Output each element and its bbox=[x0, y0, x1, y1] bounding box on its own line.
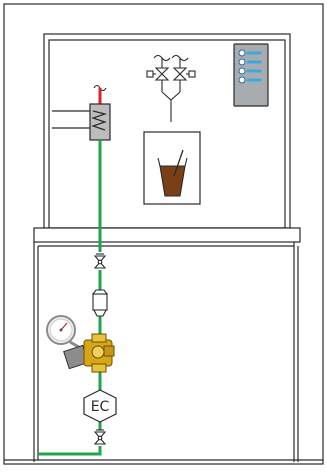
lower-cabinet bbox=[4, 242, 323, 462]
indicator-led-icon bbox=[238, 49, 246, 57]
pressure-gauge bbox=[46, 315, 85, 352]
indicator-led-icon bbox=[238, 58, 246, 66]
supply-pipe bbox=[38, 140, 102, 456]
outer-frame bbox=[3, 3, 324, 465]
cup-dispenser bbox=[143, 131, 201, 205]
isolation-valve bbox=[93, 253, 107, 269]
mixing-valves bbox=[146, 54, 196, 122]
pressure-regulator bbox=[63, 333, 115, 373]
heating-coil-icon bbox=[91, 110, 108, 131]
ec-check-valve: EC bbox=[83, 389, 117, 423]
hot-pipe bbox=[93, 84, 107, 104]
ec-label: EC bbox=[91, 399, 110, 415]
isolation-valve bbox=[93, 429, 107, 445]
control-panel bbox=[233, 43, 269, 107]
instantaneous-heater bbox=[52, 103, 111, 141]
indicator-led-icon bbox=[238, 76, 246, 84]
indicator-led-icon bbox=[238, 67, 246, 75]
countertop bbox=[33, 227, 301, 243]
filter-housing bbox=[91, 289, 109, 317]
